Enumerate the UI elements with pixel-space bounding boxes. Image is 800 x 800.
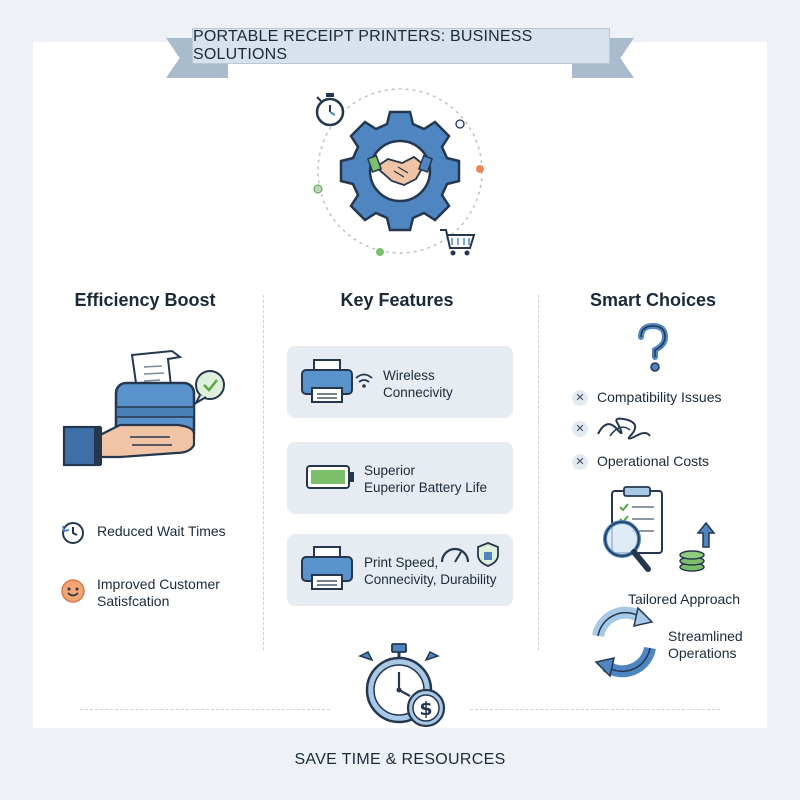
efficiency-item: Satisfcation: [97, 593, 170, 609]
efficiency-heading: Efficiency Boost: [74, 290, 216, 310]
footer-divider: [80, 709, 330, 710]
question-mark-icon: [638, 323, 669, 372]
coin-stack-icon: [679, 550, 705, 572]
efficiency-item: Improved Customer: [97, 576, 220, 592]
feature-line: Euperior Battery Life: [364, 480, 488, 495]
tangled-cable-icon: [597, 417, 651, 440]
svg-text:$: $: [419, 698, 432, 720]
feature-line: Connecivity, Durability: [364, 572, 497, 587]
footer-tagline: SAVE TIME & RESOURCES: [294, 751, 506, 768]
handshake-icon: [366, 154, 434, 186]
column-divider: [263, 295, 264, 650]
smart-heading: Smart Choices: [589, 290, 717, 310]
performance-icons: [440, 542, 499, 567]
efficiency-item: Reduced Wait Times: [97, 523, 226, 539]
smart-item: Operations: [668, 645, 737, 661]
shield-icon: [477, 542, 499, 567]
feature-line: Connecivity: [383, 385, 453, 400]
features-heading: Key Features: [340, 290, 454, 310]
smart-item: Compatibility Issues: [597, 389, 722, 405]
battery-icon: [306, 465, 354, 489]
hand-printer-illustration: [62, 349, 225, 467]
x-icon: ✕: [572, 454, 588, 470]
wifi-icon: [355, 373, 373, 388]
column-divider: [538, 295, 539, 650]
hero-illustration: [313, 88, 484, 256]
wireless-printer-icon: [301, 359, 373, 403]
hand-icon: [62, 423, 196, 467]
feature-line: Wireless: [383, 368, 435, 383]
checkmark-bubble-icon: [193, 370, 225, 406]
printer-icon: [301, 546, 353, 590]
orbit-dot: [455, 119, 465, 129]
shopping-cart-icon: [440, 229, 476, 256]
clock-refresh-icon: [62, 522, 84, 544]
smart-item: Tailored Approach: [628, 591, 741, 607]
arrow-up-icon: [696, 521, 716, 548]
footer-divider: [470, 709, 720, 710]
smart-item: Streamlined: [668, 628, 743, 644]
stopwatch-dollar-icon: $: [358, 643, 446, 728]
magnifier-icon: [603, 520, 651, 572]
cycle-arrows-icon: [592, 606, 656, 678]
feature-line: Print Speed,: [364, 555, 439, 570]
x-icon: ✕: [572, 421, 588, 437]
orbit-dot: [476, 165, 484, 173]
audit-illustration: [603, 486, 716, 572]
orbit-dot: [376, 248, 384, 256]
feature-line: Superior: [364, 463, 416, 478]
stopwatch-icon: [315, 93, 345, 127]
speedometer-icon: [440, 547, 470, 563]
smart-item: Operational Costs: [597, 453, 710, 469]
smiley-icon: [61, 579, 85, 603]
orbit-dot: [313, 184, 323, 194]
x-icon: ✕: [572, 390, 588, 406]
page-title: PORTABLE RECEIPT PRINTERS: BUSINESS SOLU…: [192, 28, 610, 64]
